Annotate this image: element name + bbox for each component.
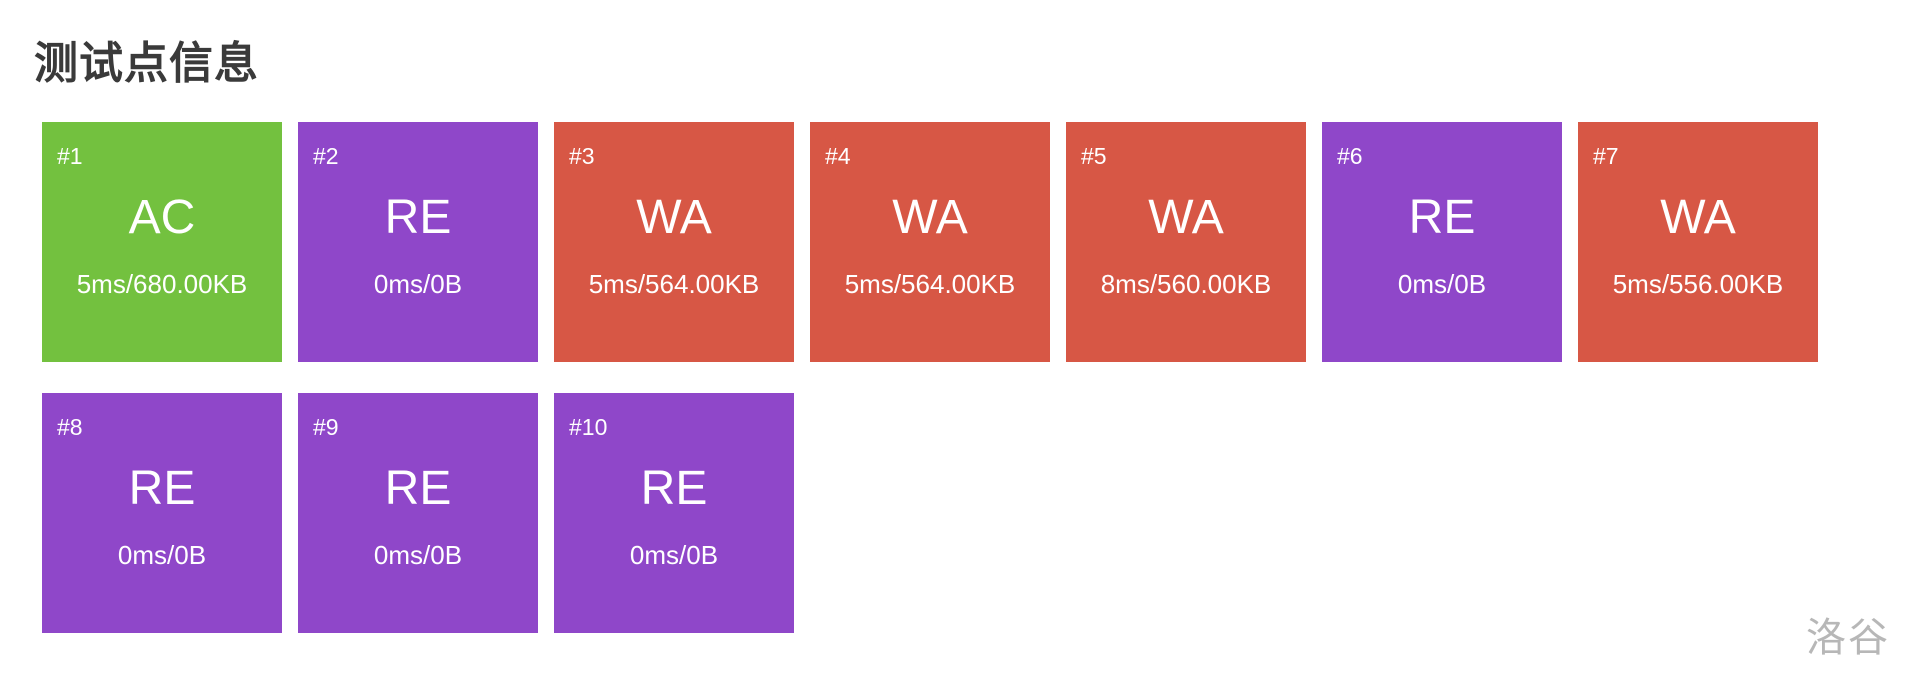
testcase-id: #10 [569, 414, 608, 440]
testcase-time-memory: 5ms/564.00KB [844, 269, 1016, 299]
testcase-tile-7[interactable]: #7 WA 5ms/556.00KB [1578, 122, 1818, 362]
testcase-status: WA [1148, 191, 1224, 244]
testcase-time-memory: 5ms/556.00KB [1612, 269, 1784, 299]
page-title: 测试点信息 [34, 39, 259, 88]
testcase-status: WA [892, 191, 968, 244]
testcase-tile-10[interactable]: #10 RE 0ms/0B [554, 393, 794, 633]
testcase-id: #6 [1337, 143, 1363, 169]
testcase-tile-3[interactable]: #3 WA 5ms/564.00KB [554, 122, 794, 362]
testcase-time-memory: 0ms/0B [117, 540, 207, 570]
testcase-grid: #1 AC 5ms/680.00KB #2 RE 0ms/0B #3 WA 5m… [42, 122, 1818, 633]
testcase-time-memory: 5ms/564.00KB [588, 269, 760, 299]
testcase-tile-9[interactable]: #9 RE 0ms/0B [298, 393, 538, 633]
testcase-status: RE [1408, 191, 1476, 244]
testcase-id: #5 [1081, 143, 1107, 169]
testcase-time-memory: 0ms/0B [629, 540, 719, 570]
testcase-status: RE [640, 462, 708, 515]
testcase-id: #2 [313, 143, 339, 169]
luogu-watermark: 洛谷 [1806, 616, 1890, 660]
testcase-time-memory: 5ms/680.00KB [76, 269, 248, 299]
testcase-tile-5[interactable]: #5 WA 8ms/560.00KB [1066, 122, 1306, 362]
testcase-tile-1[interactable]: #1 AC 5ms/680.00KB [42, 122, 282, 362]
testcase-tile-4[interactable]: #4 WA 5ms/564.00KB [810, 122, 1050, 362]
testcase-status: RE [384, 191, 452, 244]
testcase-id: #1 [57, 143, 83, 169]
testcase-tile-6[interactable]: #6 RE 0ms/0B [1322, 122, 1562, 362]
testcase-status: AC [128, 191, 196, 244]
testcase-id: #9 [313, 414, 339, 440]
testcase-time-memory: 0ms/0B [373, 540, 463, 570]
testcase-time-memory: 0ms/0B [1397, 269, 1487, 299]
testcase-time-memory: 0ms/0B [373, 269, 463, 299]
testcase-id: #8 [57, 414, 83, 440]
testcase-status: RE [128, 462, 196, 515]
testcase-time-memory: 8ms/560.00KB [1100, 269, 1272, 299]
testcase-status: RE [384, 462, 452, 515]
testcase-id: #4 [825, 143, 851, 169]
testcase-tile-2[interactable]: #2 RE 0ms/0B [298, 122, 538, 362]
testcase-status: WA [636, 191, 712, 244]
testcase-id: #3 [569, 143, 595, 169]
testcase-tile-8[interactable]: #8 RE 0ms/0B [42, 393, 282, 633]
testcase-status: WA [1660, 191, 1736, 244]
testcase-id: #7 [1593, 143, 1619, 169]
